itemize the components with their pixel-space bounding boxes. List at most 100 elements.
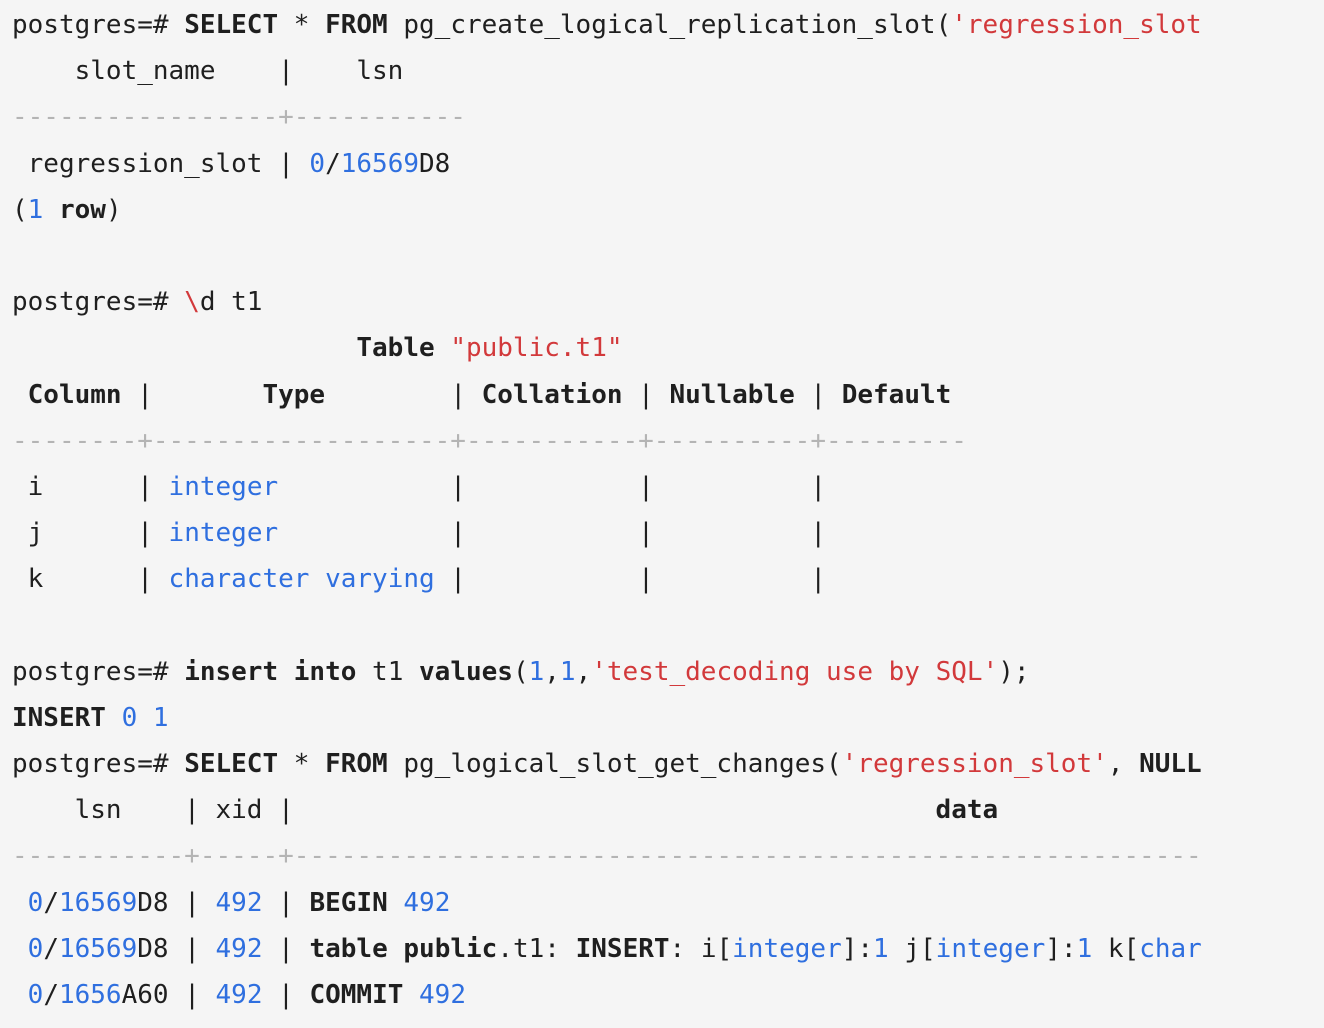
terminal-line: postgres=# insert into t1 values(1,1,'te… xyxy=(12,649,1202,695)
terminal-text-plain: / xyxy=(43,979,59,1010)
terminal-text-plain: postgres=# xyxy=(12,10,185,40)
terminal-text-kw: INSERT xyxy=(575,933,670,964)
terminal-line: INSERT 0 1 xyxy=(12,695,1202,741)
terminal-text-num: 1656 xyxy=(58,979,122,1010)
terminal-text-kw: values xyxy=(419,656,513,687)
terminal-text-plain xyxy=(12,333,356,363)
terminal-line xyxy=(12,233,1202,279)
terminal-text-str: 'test_decoding use by SQL' xyxy=(591,656,999,687)
terminal-text-plain: | | | xyxy=(278,518,826,549)
terminal-output: postgres=# SELECT * FROM pg_create_logic… xyxy=(12,2,1202,1018)
terminal-text-kw: Column xyxy=(27,379,122,410)
terminal-line: regression_slot | 0/16569D8 xyxy=(12,141,1202,187)
terminal-line: postgres=# SELECT * FROM pg_create_logic… xyxy=(12,2,1202,48)
terminal-text-kw: public xyxy=(403,933,498,964)
terminal-text-kw: FROM xyxy=(325,749,388,779)
terminal-text-sep: -----------------+----------- xyxy=(12,102,466,133)
terminal-text-plain: D8 | xyxy=(137,887,216,918)
terminal-text-plain: | xyxy=(262,979,310,1010)
terminal-text-plain: ]: xyxy=(1045,933,1077,964)
terminal-text-plain xyxy=(388,934,404,964)
terminal-text-num: 16569 xyxy=(58,887,138,918)
terminal-line: lsn | xid | data xyxy=(12,787,1202,833)
terminal-text-plain: postgres=# xyxy=(12,287,185,318)
terminal-text-plain: | | | xyxy=(434,564,826,595)
terminal-text-num: 0 xyxy=(121,702,138,733)
terminal-text-plain: , xyxy=(1107,749,1140,779)
terminal-text-plain: ( xyxy=(512,656,529,687)
terminal-text-kw: INSERT xyxy=(12,702,106,733)
terminal-line xyxy=(12,602,1202,648)
terminal-text-plain xyxy=(137,703,153,733)
terminal-text-str: 'regression_slot' xyxy=(841,749,1108,779)
terminal-text-plain: postgres=# xyxy=(12,749,185,779)
terminal-text-typ: char xyxy=(1139,933,1202,964)
terminal-text-plain: ) xyxy=(105,194,122,225)
terminal-text-plain: / xyxy=(43,933,59,964)
terminal-text-kw: SELECT xyxy=(184,749,279,779)
terminal-line: 0/16569D8 | 492 | BEGIN 492 xyxy=(12,880,1202,926)
terminal-text-plain xyxy=(106,703,122,733)
terminal-text-kw: Table xyxy=(356,333,435,364)
terminal-text-plain: | | | xyxy=(278,471,826,502)
terminal-line: k | character varying | | | xyxy=(12,556,1202,602)
terminal-text-num: 492 xyxy=(403,887,451,918)
terminal-text-plain xyxy=(43,195,59,225)
terminal-text-plain: , xyxy=(575,656,592,687)
terminal-text-typ: integer xyxy=(168,518,279,549)
terminal-text-sep: -----------+-----+----------------------… xyxy=(12,841,1202,872)
terminal-line: postgres=# SELECT * FROM pg_logical_slot… xyxy=(12,741,1202,787)
terminal-text-num: 1 xyxy=(559,656,576,687)
terminal-text-typ: integer xyxy=(168,471,279,502)
terminal-text-plain: * xyxy=(278,749,326,779)
terminal-line: -----------+-----+----------------------… xyxy=(12,833,1202,879)
terminal-text-num: 1 xyxy=(152,702,169,733)
terminal-text-plain: / xyxy=(325,148,341,179)
terminal-text-plain: j | xyxy=(12,518,169,549)
terminal-text-plain: t1 xyxy=(356,656,420,687)
terminal-text-plain: d t1 xyxy=(199,287,263,318)
terminal-text-kw: SELECT xyxy=(184,10,279,40)
terminal-text-plain: A60 | xyxy=(121,979,216,1010)
terminal-text-plain: pg_create_logical_replication_slot( xyxy=(387,10,952,40)
terminal-text-plain: i | xyxy=(12,471,169,502)
terminal-text-num: 1 xyxy=(27,194,44,225)
terminal-text-plain: ( xyxy=(12,194,28,225)
terminal-text-plain: : i[ xyxy=(669,933,733,964)
terminal-text-plain xyxy=(12,380,28,410)
terminal-line: i | integer | | | xyxy=(12,464,1202,510)
terminal-text-plain: | xyxy=(262,933,310,964)
terminal-text-plain: * xyxy=(278,10,326,40)
terminal-text-str: \ xyxy=(184,287,200,318)
terminal-line: postgres=# \d t1 xyxy=(12,279,1202,325)
terminal-line: 0/16569D8 | 492 | table public.t1: INSER… xyxy=(12,926,1202,972)
terminal-text-kw: COMMIT xyxy=(309,979,404,1010)
terminal-text-num: 1 xyxy=(528,656,545,687)
terminal-text-plain: slot_name | lsn xyxy=(12,56,404,87)
terminal-text-plain: lsn | xid | xyxy=(12,795,936,826)
terminal-text-num: 0 xyxy=(27,979,44,1010)
terminal-text-kw: Type xyxy=(262,379,326,410)
terminal-text-plain: | xyxy=(622,379,670,410)
terminal-text-plain xyxy=(388,888,404,918)
terminal-text-kw: NULL xyxy=(1139,749,1202,779)
terminal-text-plain: / xyxy=(43,887,59,918)
terminal-text-num: 492 xyxy=(215,933,263,964)
terminal-text-plain: postgres=# xyxy=(12,656,185,687)
terminal-text-kw: Collation xyxy=(481,379,623,410)
terminal-line: Table "public.t1" xyxy=(12,325,1202,371)
terminal-line: j | integer | | | xyxy=(12,510,1202,556)
terminal-text-plain xyxy=(435,333,451,363)
terminal-text-plain: pg_logical_slot_get_changes( xyxy=(387,749,842,779)
terminal-text-sep: --------+-------------------+-----------… xyxy=(12,425,967,456)
terminal-text-plain: | xyxy=(794,379,842,410)
terminal-text-plain: | xyxy=(325,379,482,410)
terminal-text-num: 1 xyxy=(1076,933,1093,964)
terminal-text-num: 0 xyxy=(27,887,44,918)
terminal-text-kw: FROM xyxy=(325,10,388,40)
terminal-text-str: 'regression_slot xyxy=(951,10,1202,40)
terminal-text-plain: D8 xyxy=(419,148,451,179)
terminal-text-kw: data xyxy=(935,795,999,826)
terminal-text-kw: into xyxy=(293,656,357,687)
terminal-text-kw: BEGIN xyxy=(309,887,388,918)
